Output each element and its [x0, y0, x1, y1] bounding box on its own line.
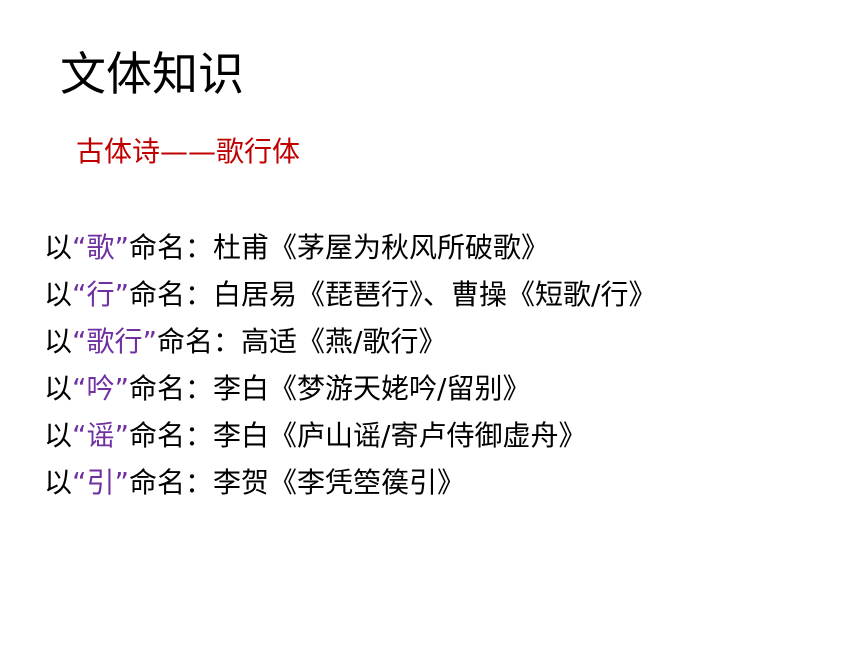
line-highlight: “吟” [72, 372, 130, 405]
line-highlight: “引” [72, 466, 130, 499]
line-highlight: “歌行” [72, 325, 158, 358]
line-rest: 命名：杜甫《茅屋为秋风所破歌》 [129, 231, 550, 264]
list-item: 以“吟”命名：李白《梦游天姥吟/留别》 [44, 365, 656, 412]
list-item: 以“谣”命名：李白《庐山谣/寄卢侍御虚舟》 [44, 412, 656, 459]
line-rest: 命名：白居易《琵琶行》、曹操《短歌/行》 [129, 278, 657, 311]
naming-list: 以“歌”命名：杜甫《茅屋为秋风所破歌》 以“行”命名：白居易《琵琶行》、曹操《短… [44, 224, 656, 506]
line-prefix: 以 [44, 466, 73, 499]
line-rest: 命名：李贺《李凭箜篌引》 [129, 466, 466, 499]
line-prefix: 以 [44, 278, 73, 311]
line-highlight: “行” [72, 278, 130, 311]
list-item: 以“歌行”命名：高适《燕/歌行》 [44, 318, 656, 365]
line-rest: 命名：李白《庐山谣/寄卢侍御虚舟》 [129, 419, 587, 452]
line-rest: 命名：高适《燕/歌行》 [157, 325, 447, 358]
slide-title: 文体知识 [60, 47, 244, 101]
list-item: 以“引”命名：李贺《李凭箜篌引》 [44, 459, 656, 506]
line-rest: 命名：李白《梦游天姥吟/留别》 [129, 372, 531, 405]
line-prefix: 以 [44, 325, 73, 358]
line-highlight: “谣” [72, 419, 130, 452]
line-prefix: 以 [44, 231, 73, 264]
list-item: 以“歌”命名：杜甫《茅屋为秋风所破歌》 [44, 224, 656, 271]
line-prefix: 以 [44, 372, 73, 405]
slide-subtitle: 古体诗——歌行体 [76, 135, 301, 168]
line-highlight: “歌” [72, 231, 130, 264]
list-item: 以“行”命名：白居易《琵琶行》、曹操《短歌/行》 [44, 271, 656, 318]
line-prefix: 以 [44, 419, 73, 452]
